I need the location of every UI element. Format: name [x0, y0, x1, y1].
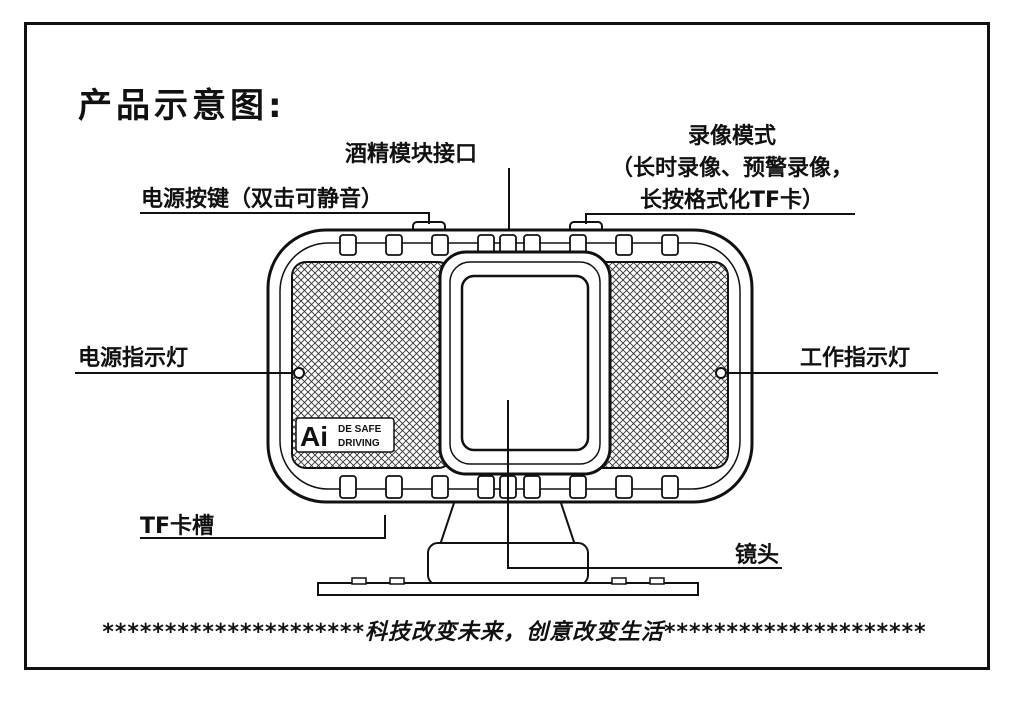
bottom-vents — [339, 475, 679, 499]
record-mode-label-line3: 长按格式化TF卡） — [639, 188, 825, 213]
record-mode-label-line1: 录像模式 — [687, 124, 776, 149]
lens-label: 镜头 — [735, 543, 780, 568]
leader-lines — [75, 168, 938, 569]
record-mode-label-line2: （长时录像、预警录像， — [610, 156, 853, 181]
power-indicator-led — [293, 367, 305, 379]
outer-frame — [24, 22, 990, 670]
work-indicator-led — [715, 367, 727, 379]
work-indicator-label: 工作指示灯 — [800, 346, 911, 371]
alcohol-port-label: 酒精模块接口 — [345, 142, 478, 167]
slogan: *********************科技改变未来，创意改变生活******… — [102, 620, 927, 645]
brand-line1: DE SAFE — [338, 424, 382, 435]
brand-badge: Ai DE SAFE DRIVING — [295, 417, 395, 453]
brand-logo: Ai — [300, 421, 328, 452]
power-indicator-label: 电源指示灯 — [78, 346, 189, 371]
brand-line2: DRIVING — [338, 438, 380, 449]
page-title: 产品示意图: — [78, 86, 286, 126]
lens-window — [460, 274, 590, 452]
tf-slot-label: TF卡槽 — [140, 514, 215, 539]
power-button-label: 电源按键（双击可静音） — [141, 187, 384, 212]
